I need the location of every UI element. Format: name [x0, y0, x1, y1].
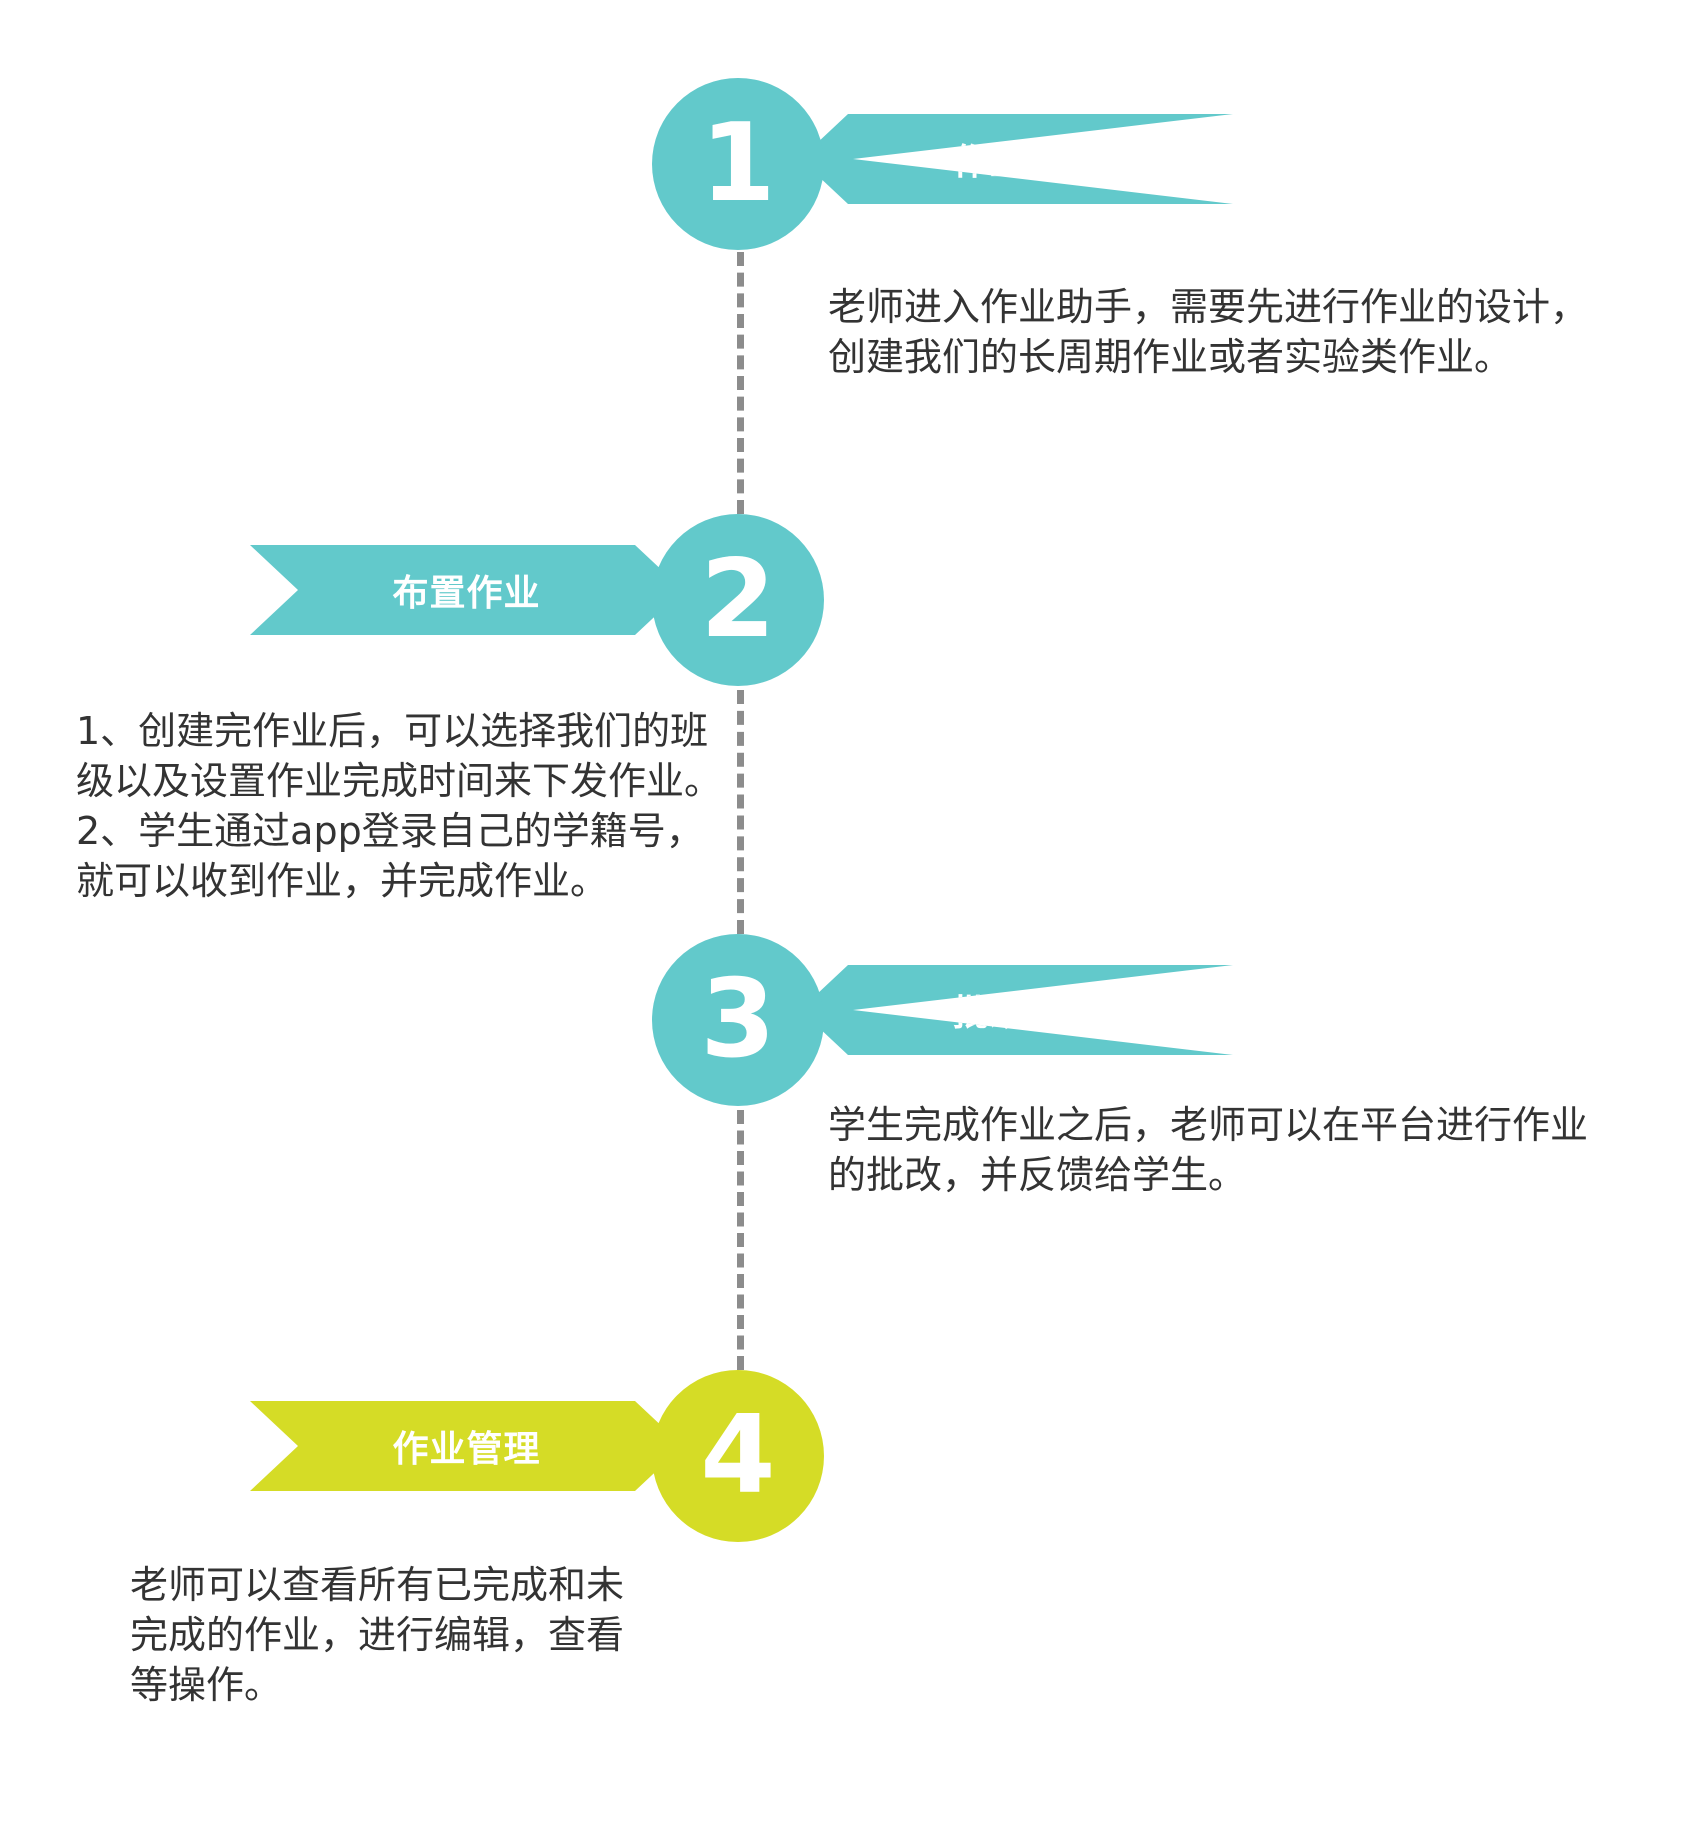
step-2-description: 1、创建完作业后，可以选择我们的班 级以及设置作业完成时间来下发作业。 2、学生…: [76, 706, 722, 906]
step-4-description: 老师可以查看所有已完成和未 完成的作业，进行编辑，查看 等操作。: [130, 1560, 624, 1710]
timeline-connector-1-2: [737, 252, 744, 514]
step-3-number: 3: [700, 957, 776, 1082]
step-3-title: 批改作业: [952, 993, 1101, 1034]
timeline-connector-3-4: [737, 1110, 744, 1370]
step-4-description-line: 等操作。: [130, 1663, 283, 1707]
step-3-description: 学生完成作业之后，老师可以在平台进行作业 的批改，并反馈给学生。: [828, 1100, 1588, 1200]
step-3-description-line: 学生完成作业之后，老师可以在平台进行作业: [828, 1103, 1589, 1147]
step-4-description-line: 完成的作业，进行编辑，查看: [130, 1613, 625, 1657]
step-1-title-banner: 作业设计: [800, 114, 1233, 204]
step-2-title: 布置作业: [392, 573, 541, 614]
step-4-title: 作业管理: [392, 1429, 541, 1470]
step-4-title-banner: 作业管理: [250, 1401, 683, 1491]
step-1-title: 作业设计: [952, 142, 1101, 183]
step-4-number: 4: [700, 1393, 776, 1518]
step-3-description-line: 的批改，并反馈给学生。: [828, 1153, 1247, 1197]
step-2-description-line: 1、创建完作业后，可以选择我们的班: [76, 709, 709, 753]
step-2-title-banner: 布置作业: [250, 545, 683, 635]
step-2-number-circle: 2: [652, 514, 824, 686]
step-2-description-line: 2、学生通过app登录自己的学籍号，: [76, 809, 704, 853]
step-4-description-line: 老师可以查看所有已完成和未: [130, 1563, 625, 1607]
step-4-number-circle: 4: [652, 1370, 824, 1542]
step-2-number: 2: [700, 537, 776, 662]
step-1-description-line: 创建我们的长周期作业或者实验类作业。: [828, 335, 1513, 379]
step-2-description-line: 就可以收到作业，并完成作业。: [76, 859, 609, 903]
step-3-title-banner: 批改作业: [800, 965, 1233, 1055]
step-1-number: 1: [700, 101, 776, 226]
step-3-number-circle: 3: [652, 934, 824, 1106]
step-2-description-line: 级以及设置作业完成时间来下发作业。: [76, 759, 723, 803]
step-1-number-circle: 1: [652, 78, 824, 250]
timeline-connector-2-3: [737, 690, 744, 934]
step-1-description-line: 老师进入作业助手，需要先进行作业的设计，: [828, 285, 1589, 329]
step-1-description: 老师进入作业助手，需要先进行作业的设计， 创建我们的长周期作业或者实验类作业。: [828, 282, 1588, 382]
